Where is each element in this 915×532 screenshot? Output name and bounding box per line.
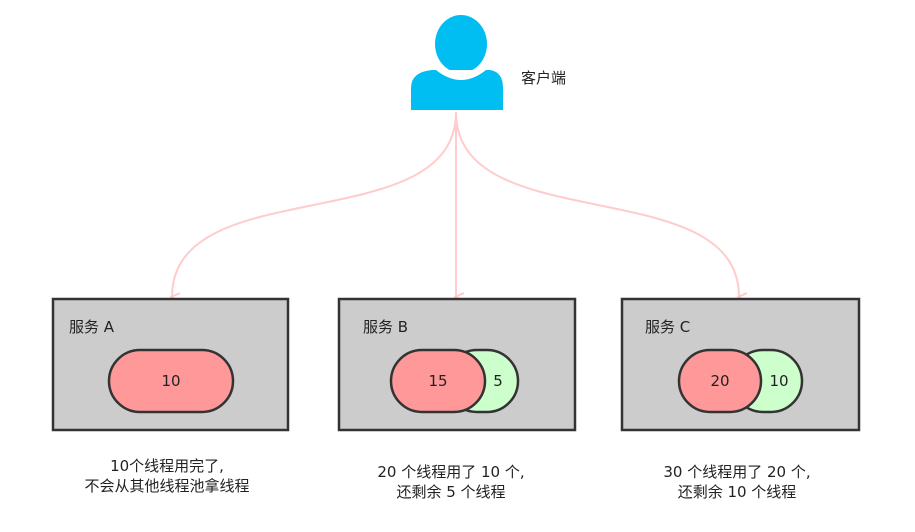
- service-a-caption-line-2: 不会从其他线程池拿线程: [84, 477, 250, 495]
- service-b-title: 服务 B: [363, 318, 409, 336]
- service-c-caption-line-2: 还剩余 10 个线程: [677, 483, 797, 501]
- service-b-remaining-count: 5: [493, 372, 503, 390]
- service-b-caption: 20 个线程用了 10 个, 还剩余 5 个线程: [331, 462, 571, 502]
- service-b-used-count: 15: [428, 372, 447, 390]
- service-a-title: 服务 A: [69, 318, 115, 336]
- service-c-remaining-count: 10: [769, 372, 788, 390]
- service-b-used-threads: [389, 348, 487, 414]
- service-c-title: 服务 C: [645, 318, 691, 336]
- arrow-to-service-c: [455, 111, 739, 297]
- service-a-caption: 10个线程用完了, 不会从其他线程池拿线程: [47, 456, 287, 496]
- service-a-used-threads: [107, 348, 235, 414]
- client-label: 客户端: [521, 69, 567, 87]
- arrow-to-service-a: [172, 111, 457, 297]
- service-b-caption-line-1: 20 个线程用了 10 个,: [377, 463, 525, 481]
- service-c-used-threads: [677, 348, 763, 414]
- service-a-caption-line-1: 10个线程用完了,: [110, 457, 224, 475]
- user-icon: [411, 15, 503, 110]
- service-a-used-count: 10: [161, 372, 180, 390]
- service-c-used-count: 20: [710, 372, 729, 390]
- service-c-caption: 30 个线程用了 20 个, 还剩余 10 个线程: [617, 462, 857, 502]
- service-b-caption-line-2: 还剩余 5 个线程: [396, 483, 506, 501]
- service-c-caption-line-1: 30 个线程用了 20 个,: [663, 463, 811, 481]
